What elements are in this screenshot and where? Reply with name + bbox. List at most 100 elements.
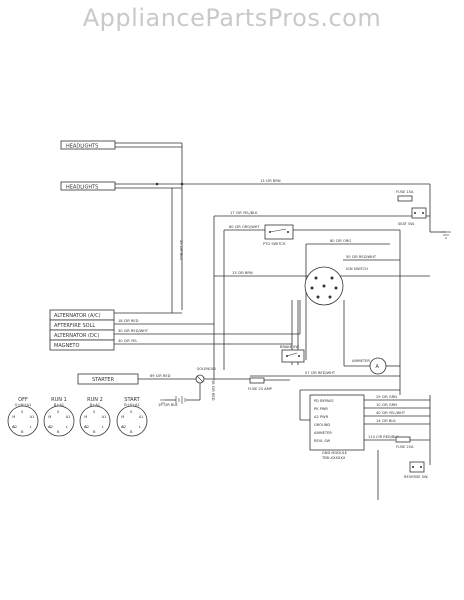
solenoid-label: SOLENOID bbox=[197, 367, 216, 371]
switch-dial-letter: L bbox=[66, 425, 68, 429]
alternator-ac-connector: ALTERNATOR (A/C) bbox=[49, 309, 115, 321]
switch-dial-letter: S bbox=[130, 410, 133, 414]
ground-module: PD BYPASS PK PWR A2 PWR GROUND AMMETER R… bbox=[309, 394, 365, 460]
module-term-ammeter: AMMETER bbox=[314, 431, 332, 435]
watermark-text: AppliancePartsPros.com bbox=[82, 4, 382, 32]
switch-dial-letter: L bbox=[139, 425, 141, 429]
switch-dial-letter: A2 bbox=[12, 425, 17, 429]
module-term-ground: GROUND bbox=[314, 423, 330, 427]
seat-switch-label: SEAT SW. bbox=[398, 222, 415, 226]
switch-dial-letter: G bbox=[84, 425, 87, 429]
switch-dial-circle bbox=[116, 405, 148, 437]
switch-dial-sub: B+A1 bbox=[54, 403, 64, 407]
fuse-20a-label: FUSE 20 AMP bbox=[248, 387, 273, 391]
wire-label-30-red-wht: 30 CIR RED/WHT bbox=[118, 329, 149, 333]
starter-connector: STARTER bbox=[77, 373, 139, 385]
module-sub: TBD-XXXXXX bbox=[321, 456, 346, 460]
switch-dial-title: START bbox=[124, 397, 140, 403]
wire-label-69-red: 69 CIR RED bbox=[150, 374, 171, 378]
fuse-25a-label: FUSE 25A bbox=[396, 445, 414, 449]
headlights-bottom-connector: HEADLIGHTS 13 CIR BRN bbox=[60, 179, 430, 191]
alternator-dc-connector: ALTERNATOR (DC) bbox=[49, 329, 115, 341]
wire-label-17-yel-blk: 17 CIR YEL/BLK bbox=[230, 211, 258, 215]
ammeter-label: AMMETER bbox=[352, 359, 370, 363]
wire-label-110-red-blk: 110 CIR RED/BLK bbox=[368, 435, 399, 439]
headlights-bottom-label: HEADLIGHTS bbox=[66, 185, 98, 191]
module-term-pk-pwr: PK PWR bbox=[314, 407, 328, 411]
wire-label-29-grn: 29 CIR GRN bbox=[376, 395, 397, 399]
pto-switch: PTO SWITCH bbox=[263, 224, 294, 246]
afterfire-soll-connector: AFTERFIRE SOLL bbox=[49, 319, 115, 331]
alternator-dc-label: ALTERNATOR (DC) bbox=[54, 333, 99, 339]
switch-dial-letter: S bbox=[21, 410, 24, 414]
brake-switch-label: BRAKE SW. bbox=[280, 345, 300, 349]
pto-switch-label: PTO SWITCH bbox=[263, 242, 286, 246]
wire-label-20-blu: 20 CIR BLU bbox=[179, 240, 183, 260]
wire-label-40-yel-wht: 40 CIR YEL/WHT bbox=[376, 411, 406, 415]
afterfire-soll-label: AFTERFIRE SOLL bbox=[54, 323, 95, 329]
wire-label-57-red-wht: 57 CIR RED/WHT bbox=[305, 371, 336, 375]
ammeter-symbol: A bbox=[376, 364, 380, 370]
switch-dial-letter: L bbox=[30, 425, 32, 429]
switch-dial-title: RUN 2 bbox=[87, 397, 103, 403]
module-term-pd-bypass: PD BYPASS bbox=[314, 399, 334, 403]
fuse-25a: FUSE 25A bbox=[395, 436, 414, 449]
switch-dial-circle bbox=[43, 405, 75, 437]
module-title: GND MODULE bbox=[322, 451, 348, 455]
switch-dial-letter: G bbox=[48, 425, 51, 429]
switch-dial-letter: A2 bbox=[48, 425, 53, 429]
switch-dial-letter: M bbox=[12, 415, 15, 419]
switch-dial-letter: B bbox=[93, 430, 96, 434]
switch-dial-sub: G+M+A1 bbox=[15, 403, 32, 407]
ignition-switch: IGN SWITCH bbox=[304, 266, 368, 306]
brake-switch: BRAKE SW. bbox=[280, 345, 305, 363]
ground-symbol bbox=[160, 396, 190, 404]
switch-dial-letter: A1 bbox=[66, 415, 71, 419]
wire-label-19-blk: 19 CIR BLK bbox=[158, 403, 178, 407]
headlights-top-connector: HEADLIGHTS bbox=[60, 140, 183, 310]
wire-label-18-red: 18 CIR RED bbox=[118, 319, 139, 323]
switch-dial-letter: A2 bbox=[121, 425, 126, 429]
switch-dial-1: G M S A1L B A2 RUN 1B+A1 bbox=[43, 397, 75, 437]
fuse-15a-label: FUSE 15A bbox=[396, 190, 414, 194]
wire-label-13-brn-mid: 13 CIR BRN bbox=[232, 271, 253, 275]
switch-dial-title: OFF bbox=[18, 397, 28, 403]
switch-dial-letter: A1 bbox=[102, 415, 107, 419]
switch-dial-letter: A2 bbox=[84, 425, 89, 429]
wire-label-14-blk: 14 CIR BLK bbox=[376, 419, 396, 423]
starter-label: STARTER bbox=[92, 377, 115, 383]
switch-dial-letter: L bbox=[102, 425, 104, 429]
wire-label-30-yel: 30 CIR YEL bbox=[118, 339, 137, 343]
switch-dial-letter: A1 bbox=[139, 415, 144, 419]
switch-dial-letter: B bbox=[57, 430, 60, 434]
switch-dial-letter: M bbox=[48, 415, 51, 419]
switch-dial-letter: B bbox=[21, 430, 24, 434]
alternator-ac-label: ALTERNATOR (A/C) bbox=[54, 313, 101, 319]
wire-label-50-red-wht: 50 CIR RED/WHT bbox=[346, 255, 377, 259]
switch-dial-letter: S bbox=[93, 410, 96, 414]
switch-dial-letter: B bbox=[130, 430, 133, 434]
wire-label-80-org: 80 CIR ORG bbox=[330, 239, 351, 243]
wire-label-13-brn-top: 13 CIR BRN bbox=[260, 179, 281, 183]
switch-dial-sub: B+A1 bbox=[90, 403, 100, 407]
wire-label-38-red: 38 CIR RED bbox=[211, 380, 215, 401]
fuse-15a: FUSE 15A bbox=[396, 190, 414, 202]
fuse-20a: FUSE 20 AMP bbox=[248, 377, 273, 391]
wire-label-80-org-wht: 80 CIR ORG/WHT bbox=[229, 225, 261, 229]
switch-dial-letter: S bbox=[57, 410, 60, 414]
switch-dial-circle bbox=[7, 405, 39, 437]
magneto-label: MAGNETO bbox=[54, 343, 79, 349]
switch-dial-sub: B+S+A1 bbox=[124, 403, 140, 407]
module-term-a2-pwr: A2 PWR bbox=[314, 415, 329, 419]
ign-switch-label: IGN SWITCH bbox=[346, 267, 368, 271]
reverse-switch: REVERSE SW. bbox=[404, 461, 428, 479]
seat-switch: SEAT SW. bbox=[398, 207, 427, 226]
switch-dial-title: RUN 1 bbox=[51, 397, 67, 403]
switch-dial-letter: G bbox=[12, 425, 15, 429]
switch-dial-letter: A1 bbox=[30, 415, 35, 419]
